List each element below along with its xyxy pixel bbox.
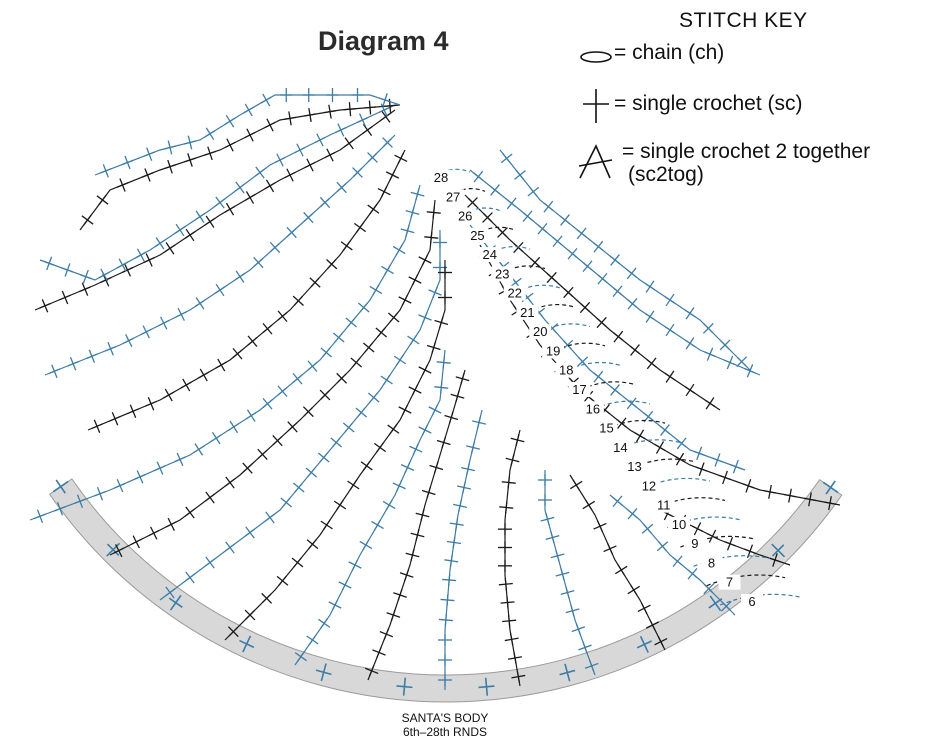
- stitch-row: [364, 369, 470, 681]
- round-label: 18: [559, 363, 573, 378]
- round-label: 12: [642, 478, 656, 493]
- round-label: 25: [470, 228, 484, 243]
- caption-line-2: 6th–28th RNDS: [402, 725, 488, 739]
- round-label: 16: [586, 401, 600, 416]
- sc2tog-icon: [578, 144, 613, 179]
- round-label: 15: [599, 421, 613, 436]
- round-label: 20: [533, 324, 547, 339]
- band-stitch: [168, 594, 183, 611]
- stitch-row: [469, 169, 761, 378]
- caption-line-1: SANTA'S BODY: [401, 711, 489, 725]
- chain-oval-icon: [580, 51, 612, 63]
- key-sc2tog-sublabel: (sc2tog): [628, 163, 704, 186]
- diagram-title: Diagram 4: [318, 26, 449, 56]
- round-label: 13: [627, 459, 641, 474]
- stitch-row: [79, 98, 401, 231]
- round-label: 28: [434, 170, 448, 185]
- stitch-row: [159, 230, 447, 601]
- stitch-row: [44, 134, 396, 378]
- band-stitch: [315, 663, 332, 682]
- stitch-row: [34, 109, 396, 313]
- band-stitch: [822, 480, 839, 495]
- stitch-row: [609, 494, 736, 616]
- stitch-row: [498, 429, 526, 687]
- stitch-row: [39, 103, 396, 284]
- band-stitch: [636, 635, 652, 653]
- round-label: 7: [726, 575, 733, 590]
- stitch-row: [478, 244, 841, 511]
- stitch-row: [224, 260, 452, 641]
- single-crochet-cross-icon: [583, 89, 609, 123]
- band-stitch: [106, 542, 121, 557]
- round-label: 26: [458, 209, 472, 224]
- round-label: 19: [546, 343, 560, 358]
- round-label: 11: [657, 498, 671, 513]
- band-stitch: [239, 635, 255, 653]
- round-label: 27: [446, 189, 460, 204]
- band-stitch: [52, 479, 69, 494]
- stitch-row: [94, 88, 401, 178]
- round-label: 22: [508, 286, 522, 301]
- stitch-row: [29, 184, 425, 524]
- stitch-row: [569, 474, 668, 651]
- round-label: 6: [748, 594, 755, 609]
- stitch-row: [438, 409, 486, 690]
- round-label: 10: [672, 517, 686, 532]
- round-label: 8: [708, 555, 715, 570]
- key-chain-label: = chain (ch): [614, 41, 725, 64]
- round-label: 21: [520, 305, 534, 320]
- stitch-row: [469, 224, 746, 474]
- stitch-row: [294, 349, 451, 666]
- stitch-row: [538, 470, 599, 676]
- stitch-row: [109, 199, 441, 558]
- stitch-row: [87, 149, 408, 433]
- round-label: 23: [495, 266, 509, 281]
- stitch-rows: [29, 88, 841, 690]
- round-label: 24: [483, 247, 497, 262]
- band-stitch: [396, 677, 413, 696]
- stitch-key-heading: STITCH KEY: [679, 9, 808, 32]
- band-stitch: [478, 677, 495, 696]
- key-sc-label: = single crochet (sc): [614, 92, 803, 115]
- round-label: 9: [691, 536, 698, 551]
- round-label: 14: [613, 440, 627, 455]
- band-stitch: [771, 543, 786, 558]
- stitch-row: [464, 194, 721, 411]
- key-sc2tog-label: = single crochet 2 together: [622, 140, 871, 163]
- stitch-row: [499, 149, 751, 371]
- round-label: 17: [572, 382, 586, 397]
- band-stitch: [559, 663, 576, 682]
